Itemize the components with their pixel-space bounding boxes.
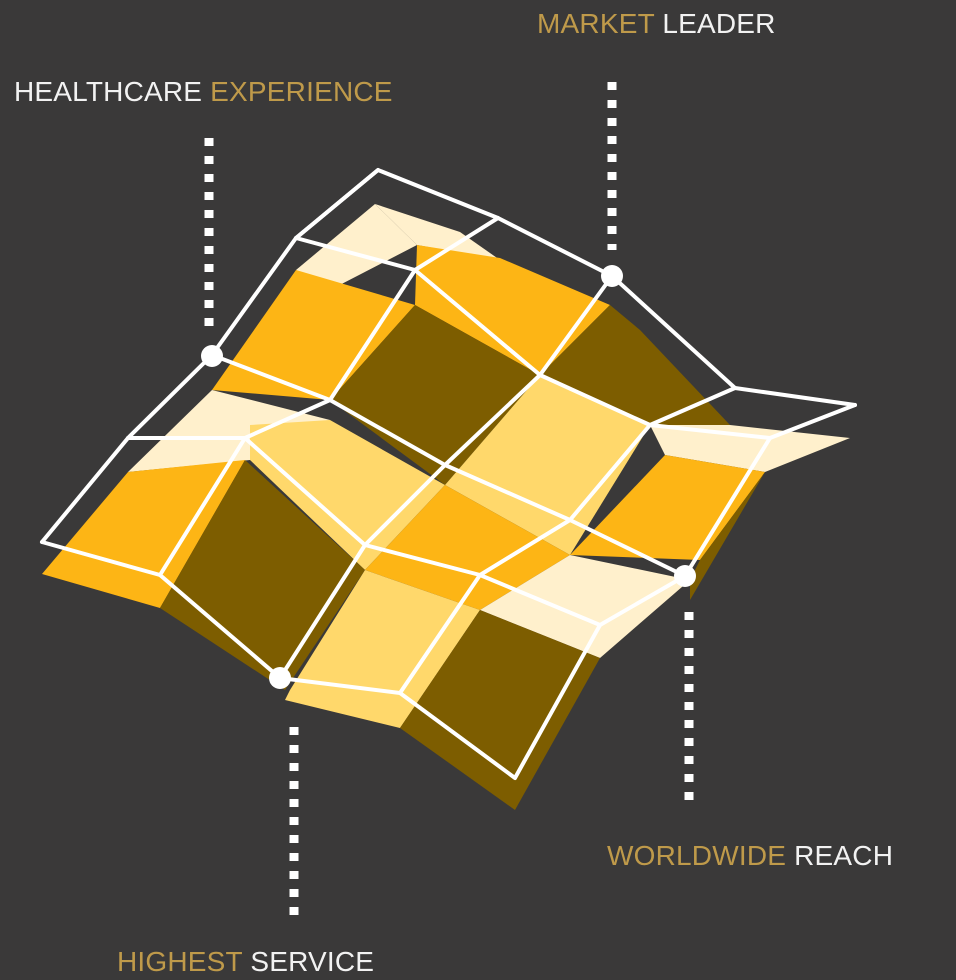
label-healthcare-experience: HEALTHCARE EXPERIENCE bbox=[14, 76, 393, 108]
tile bbox=[375, 204, 500, 260]
tile bbox=[128, 390, 330, 472]
tile bbox=[480, 555, 690, 658]
label-highest-service: HIGHEST SERVICE bbox=[117, 946, 374, 978]
label-healthcare-experience-accent: EXPERIENCE bbox=[210, 76, 393, 107]
tile bbox=[296, 204, 417, 290]
tile bbox=[212, 270, 415, 400]
leader-lines bbox=[204, 82, 694, 920]
label-market-leader-accent: MARKET bbox=[537, 8, 655, 39]
tile bbox=[445, 375, 650, 555]
wire-col bbox=[294, 168, 380, 240]
tile bbox=[400, 610, 600, 810]
anchor-dots bbox=[201, 265, 696, 689]
wire-edge-front bbox=[40, 403, 857, 780]
label-market-leader: MARKET LEADER bbox=[537, 8, 776, 40]
tile bbox=[570, 455, 765, 560]
wireframe bbox=[40, 168, 857, 780]
tile bbox=[160, 460, 365, 690]
tile bbox=[365, 485, 570, 610]
label-worldwide-reach-rest: REACH bbox=[786, 840, 894, 871]
tile bbox=[285, 570, 480, 728]
label-highest-service-accent: HIGHEST bbox=[117, 946, 243, 977]
label-highest-service-rest: SERVICE bbox=[242, 946, 375, 977]
wire-col bbox=[278, 274, 614, 680]
wire-col bbox=[158, 216, 500, 577]
label-worldwide-reach-accent: WORLDWIDE bbox=[607, 840, 787, 871]
dot-worldwide bbox=[674, 565, 696, 587]
tile bbox=[650, 425, 850, 472]
dot-highest bbox=[269, 667, 291, 689]
tile bbox=[42, 460, 245, 608]
tile bbox=[330, 305, 540, 485]
label-worldwide-reach: WORLDWIDE REACH bbox=[607, 840, 893, 872]
tile bbox=[250, 420, 445, 570]
dot-healthcare bbox=[201, 345, 223, 367]
label-market-leader-rest: LEADER bbox=[654, 8, 776, 39]
dot-market bbox=[601, 265, 623, 287]
tile bbox=[690, 472, 765, 600]
label-healthcare-experience-rest: HEALTHCARE bbox=[14, 76, 211, 107]
surface-tiles bbox=[42, 204, 850, 810]
wire-col bbox=[398, 386, 737, 695]
